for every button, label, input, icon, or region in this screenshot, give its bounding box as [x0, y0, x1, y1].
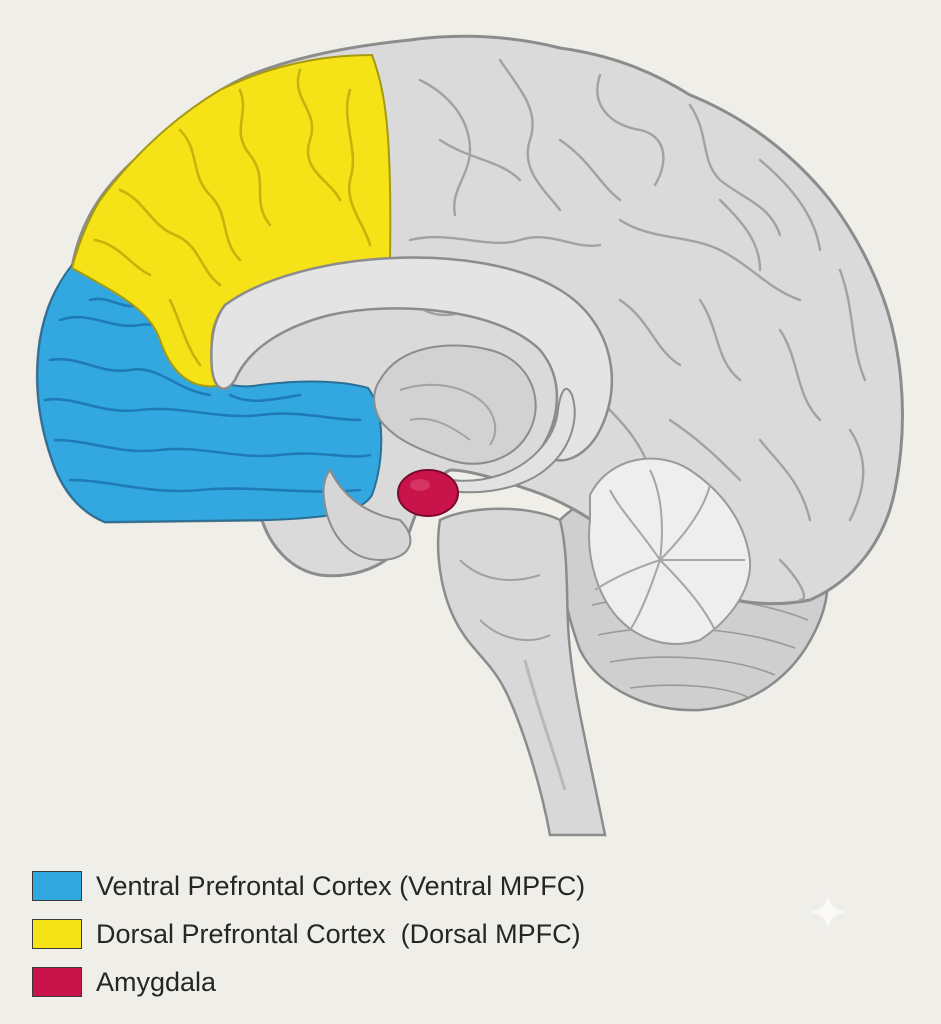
sparkle-icon	[810, 894, 846, 930]
legend-swatch-ventral	[32, 871, 82, 901]
amygdala-region	[397, 469, 459, 517]
legend: Ventral Prefrontal Cortex (Ventral MPFC)…	[32, 862, 585, 1006]
legend-label-dorsal: Dorsal Prefrontal Cortex (Dorsal MPFC)	[96, 918, 581, 949]
brainstem	[436, 507, 607, 837]
legend-label-amygdala: Amygdala	[96, 966, 217, 997]
legend-item-amygdala: Amygdala	[32, 958, 585, 1006]
arbor-vitae	[588, 457, 752, 645]
dorsal-mpfc-region	[70, 53, 392, 388]
corpus-callosum	[210, 256, 613, 462]
ventral-mpfc-region	[36, 263, 383, 524]
brain-diagram	[35, 34, 904, 837]
legend-swatch-dorsal	[32, 919, 82, 949]
legend-item-ventral: Ventral Prefrontal Cortex (Ventral MPFC)	[32, 862, 585, 910]
legend-item-dorsal: Dorsal Prefrontal Cortex (Dorsal MPFC)	[32, 910, 585, 958]
legend-label-ventral: Ventral Prefrontal Cortex (Ventral MPFC)	[96, 870, 586, 901]
fornix	[424, 387, 576, 494]
legend-swatch-amygdala	[32, 967, 82, 997]
thalamus	[322, 344, 537, 562]
